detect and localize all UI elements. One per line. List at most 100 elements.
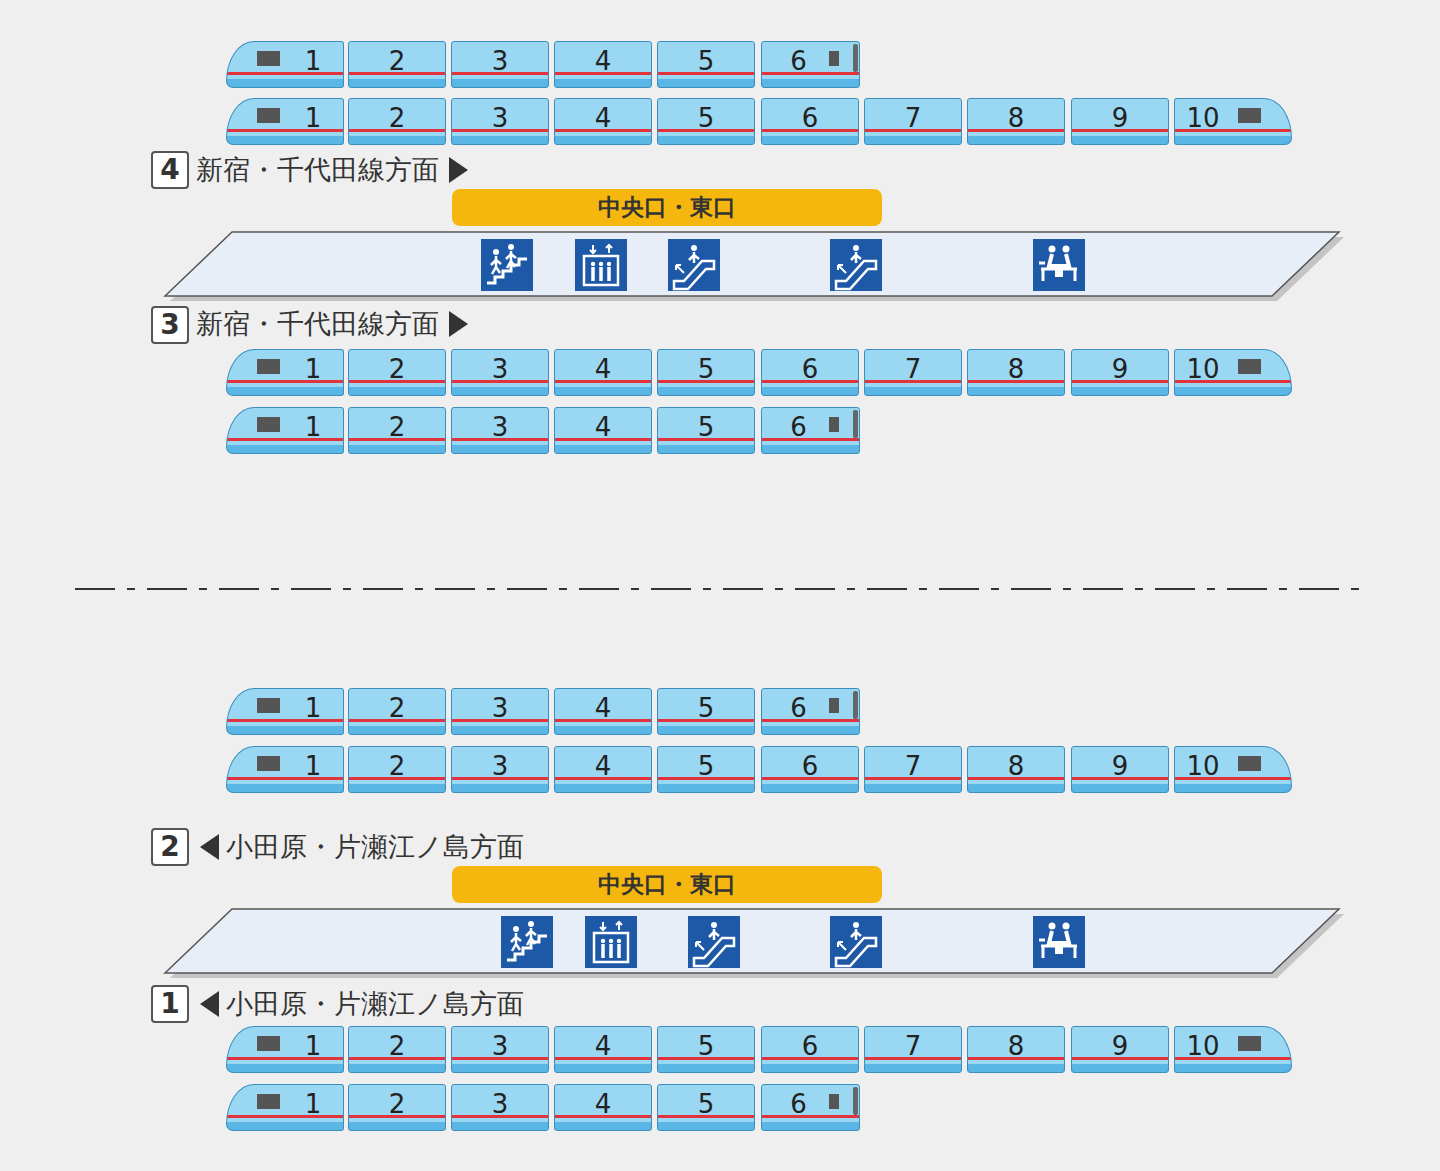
coupler-marker: [829, 698, 839, 713]
car-number: 6: [790, 48, 807, 74]
track-number: 3: [151, 306, 189, 344]
train-car: 1: [226, 349, 344, 396]
escalator-icon: [668, 239, 720, 291]
train-car: 3: [451, 407, 549, 454]
cab-window: [257, 1036, 280, 1051]
car-number: 1: [305, 48, 322, 74]
car-number: 5: [698, 1033, 715, 1059]
train-car: 3: [451, 1084, 549, 1131]
direction-arrow: [199, 833, 221, 861]
train-car: 3: [451, 349, 549, 396]
car-number: 1: [305, 356, 322, 382]
train-car: 3: [451, 41, 549, 88]
track-number: 2: [151, 828, 189, 866]
train-car: 5: [657, 1026, 755, 1073]
car-number: 3: [492, 414, 509, 440]
car-number: 10: [1186, 753, 1219, 779]
train-car: 9: [1071, 746, 1169, 793]
cab-window: [257, 51, 280, 66]
train-car: 3: [451, 688, 549, 735]
train-car: 6: [761, 41, 860, 88]
train-car: 5: [657, 98, 755, 145]
train-car: 9: [1071, 349, 1169, 396]
car-number: 3: [492, 356, 509, 382]
cab-window: [1238, 1036, 1261, 1051]
car-number: 6: [790, 414, 807, 440]
train-car: 2: [348, 41, 446, 88]
car-number: 7: [905, 356, 922, 382]
car-number: 8: [1008, 105, 1025, 131]
car-number: 8: [1008, 356, 1025, 382]
cab-window: [1238, 108, 1261, 123]
exit-band: 中央口・東口: [452, 866, 882, 903]
direction-arrow-head: [449, 311, 468, 337]
train-car: 1: [226, 746, 344, 793]
car-number: 5: [698, 414, 715, 440]
car-number: 6: [802, 105, 819, 131]
car-number: 1: [305, 753, 322, 779]
car-number: 8: [1008, 1033, 1025, 1059]
cab-window: [257, 756, 280, 771]
track-number: 1: [151, 985, 189, 1023]
car-number: 3: [492, 753, 509, 779]
train-car: 4: [554, 41, 652, 88]
platform: [165, 232, 1339, 296]
car-number: 3: [492, 695, 509, 721]
train-car: 4: [554, 1026, 652, 1073]
car-number: 4: [595, 753, 612, 779]
car-number: 4: [595, 105, 612, 131]
track-number-text: 2: [160, 833, 179, 861]
coupler-marker: [829, 417, 839, 432]
train-car: 7: [864, 746, 962, 793]
car-number: 1: [305, 105, 322, 131]
direction-arrow-head: [449, 157, 468, 183]
direction-arrow: [448, 156, 470, 184]
train-car: 1: [226, 688, 344, 735]
car-number: 5: [698, 48, 715, 74]
train-car: 2: [348, 407, 446, 454]
train-car: 1: [226, 407, 344, 454]
train-car: 5: [657, 688, 755, 735]
train-car: 1: [226, 41, 344, 88]
train-car: 2: [348, 688, 446, 735]
train-car: 4: [554, 407, 652, 454]
car-number: 3: [492, 48, 509, 74]
cab-window: [257, 698, 280, 713]
train-car: 9: [1071, 98, 1169, 145]
train-car: 5: [657, 1084, 755, 1131]
direction-label: 新宿・千代田線方面: [196, 306, 439, 342]
cab-window: [257, 417, 280, 432]
train-car: 10: [1174, 349, 1292, 396]
track-number: 4: [151, 151, 189, 189]
car-number: 3: [492, 105, 509, 131]
car-number: 7: [905, 105, 922, 131]
train-car: 2: [348, 349, 446, 396]
train-car: 4: [554, 98, 652, 145]
elevator-icon: [575, 239, 627, 291]
train-car: 7: [864, 349, 962, 396]
direction-label: 小田原・片瀬江ノ島方面: [226, 986, 524, 1022]
platform: [165, 909, 1339, 973]
car-number: 5: [698, 356, 715, 382]
train-car: 6: [761, 746, 859, 793]
car-number: 2: [389, 753, 406, 779]
train-car: 8: [967, 98, 1065, 145]
train-car: 8: [967, 746, 1065, 793]
car-number: 10: [1186, 105, 1219, 131]
car-number: 6: [790, 1091, 807, 1117]
train-car: 5: [657, 407, 755, 454]
car-number: 1: [305, 1033, 322, 1059]
car-number: 2: [389, 1091, 406, 1117]
car-number: 1: [305, 695, 322, 721]
exit-label: 中央口・東口: [598, 196, 736, 219]
train-car: 1: [226, 1084, 344, 1131]
train-car: 4: [554, 688, 652, 735]
bench-icon: [1033, 916, 1085, 968]
car-number: 4: [595, 48, 612, 74]
train-car: 5: [657, 746, 755, 793]
car-number: 2: [389, 48, 406, 74]
car-number: 2: [389, 1033, 406, 1059]
car-number: 6: [802, 1033, 819, 1059]
train-car: 6: [761, 1084, 860, 1131]
